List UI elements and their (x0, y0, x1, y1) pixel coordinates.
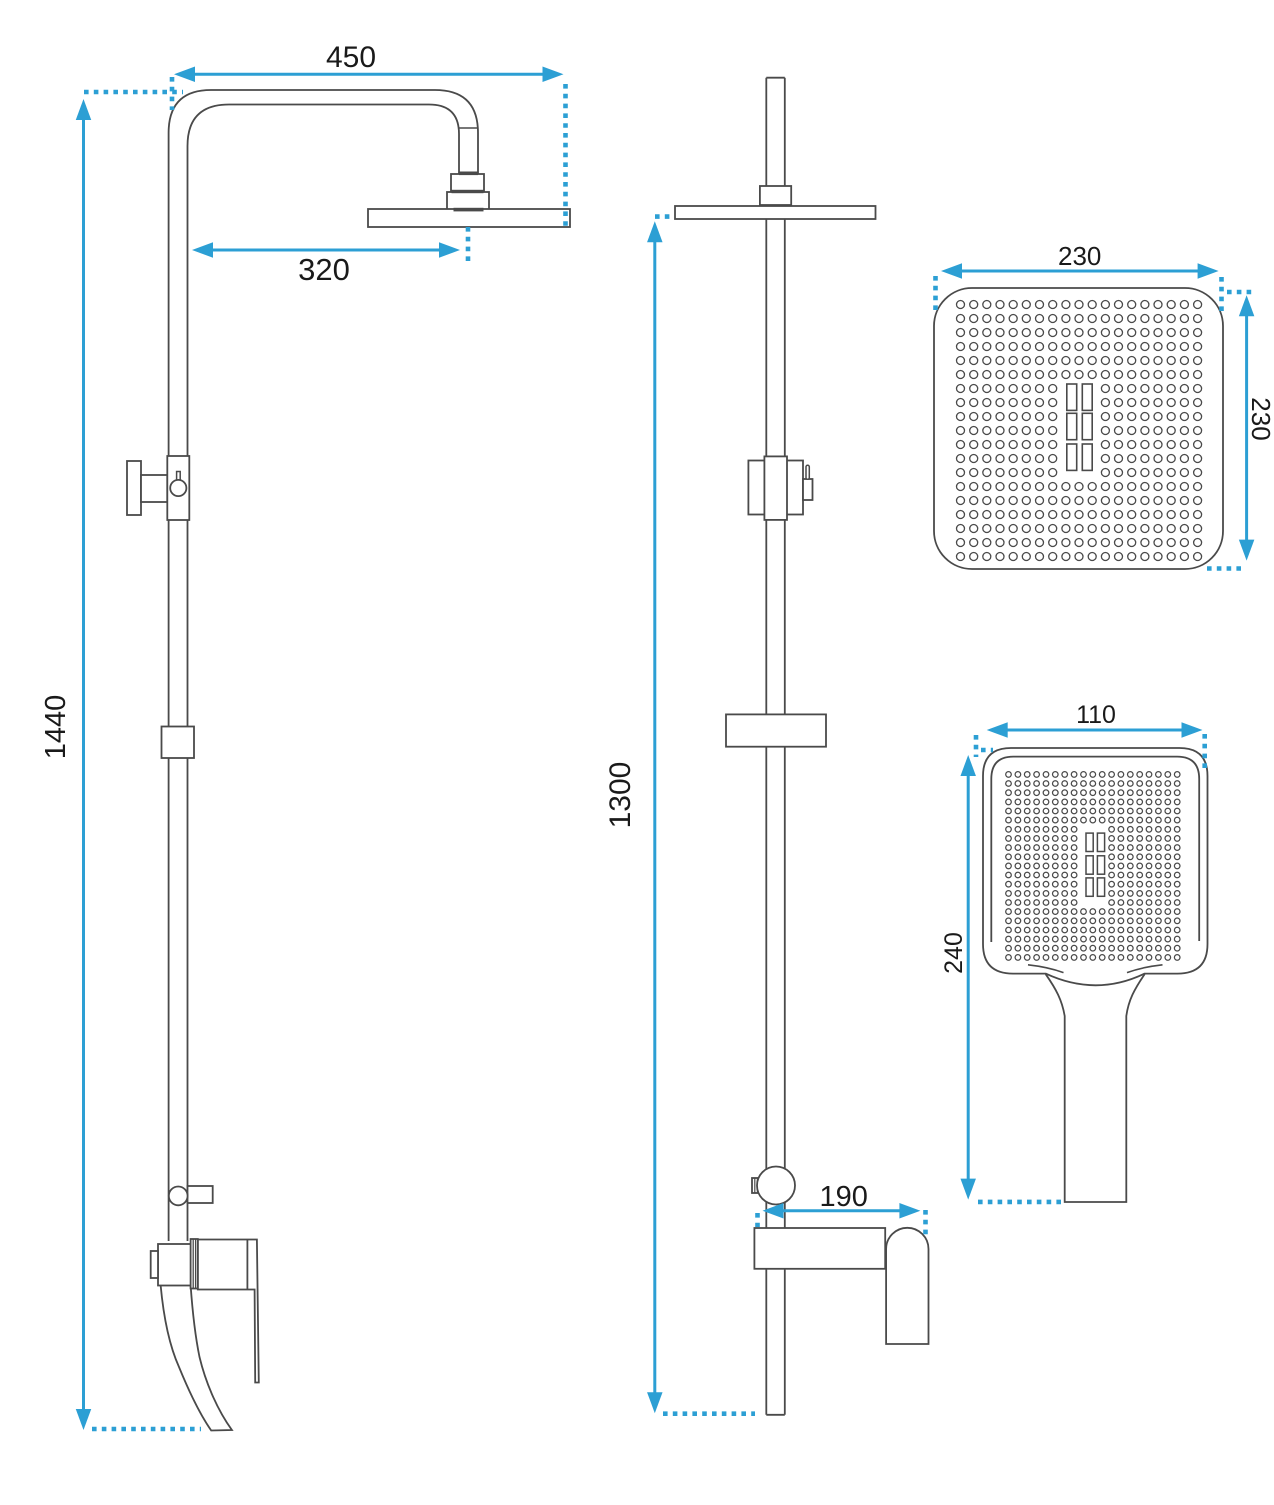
svg-text:320: 320 (298, 252, 350, 287)
svg-text:230: 230 (1058, 241, 1101, 271)
svg-text:1300: 1300 (604, 762, 637, 829)
svg-text:110: 110 (1076, 701, 1116, 729)
svg-text:1440: 1440 (40, 695, 72, 760)
svg-text:240: 240 (940, 932, 968, 974)
svg-text:450: 450 (326, 41, 376, 74)
svg-text:230: 230 (1246, 397, 1274, 440)
svg-text:190: 190 (820, 1181, 868, 1213)
